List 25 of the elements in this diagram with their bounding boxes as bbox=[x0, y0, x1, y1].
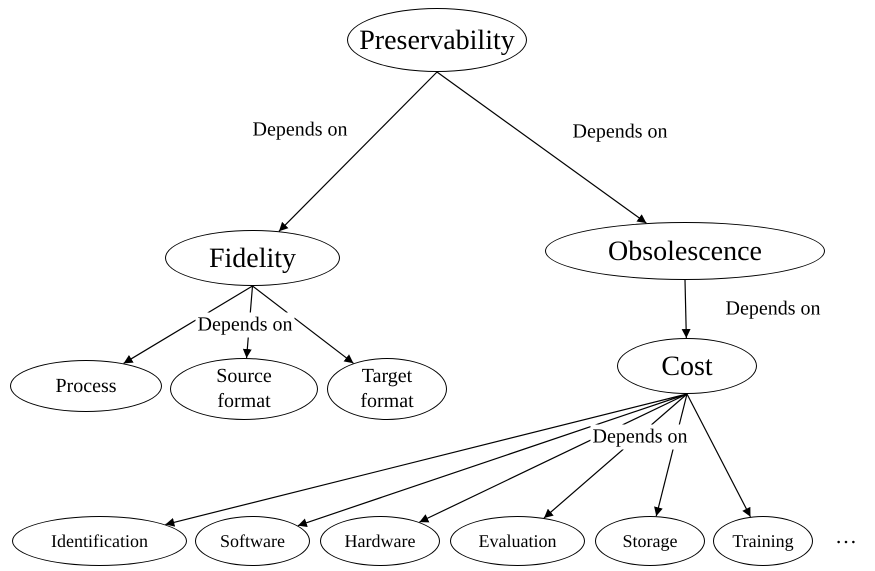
arrow bbox=[165, 393, 688, 527]
ellipse-node: Obsolescence bbox=[545, 222, 825, 280]
edge-label: Depends on bbox=[196, 312, 294, 338]
ellipse-node: Software bbox=[195, 516, 310, 566]
arrow bbox=[682, 280, 691, 338]
arrow bbox=[123, 285, 253, 364]
ellipse-node: Source format bbox=[170, 358, 318, 420]
ellipse-node: Training bbox=[713, 516, 813, 566]
arrow bbox=[278, 72, 438, 232]
ellipsis-text: … bbox=[835, 522, 857, 550]
ellipse-node: Preservability bbox=[347, 8, 527, 72]
arrow bbox=[436, 72, 647, 224]
arrow bbox=[298, 393, 688, 528]
ellipse-node: Fidelity bbox=[165, 230, 340, 286]
ellipse-node: Identification bbox=[12, 516, 187, 566]
arrow bbox=[686, 394, 752, 518]
arrow bbox=[252, 286, 354, 364]
ellipse-node: Process bbox=[10, 360, 162, 412]
ellipse-node: Cost bbox=[617, 338, 757, 394]
edge-label: Depends on bbox=[590, 424, 690, 450]
ellipse-node: Target format bbox=[327, 358, 447, 420]
ellipse-node: Hardware bbox=[320, 516, 440, 566]
ellipse-node: Evaluation bbox=[450, 516, 585, 566]
ellipse-node: Storage bbox=[595, 516, 705, 566]
arrow bbox=[419, 393, 688, 523]
